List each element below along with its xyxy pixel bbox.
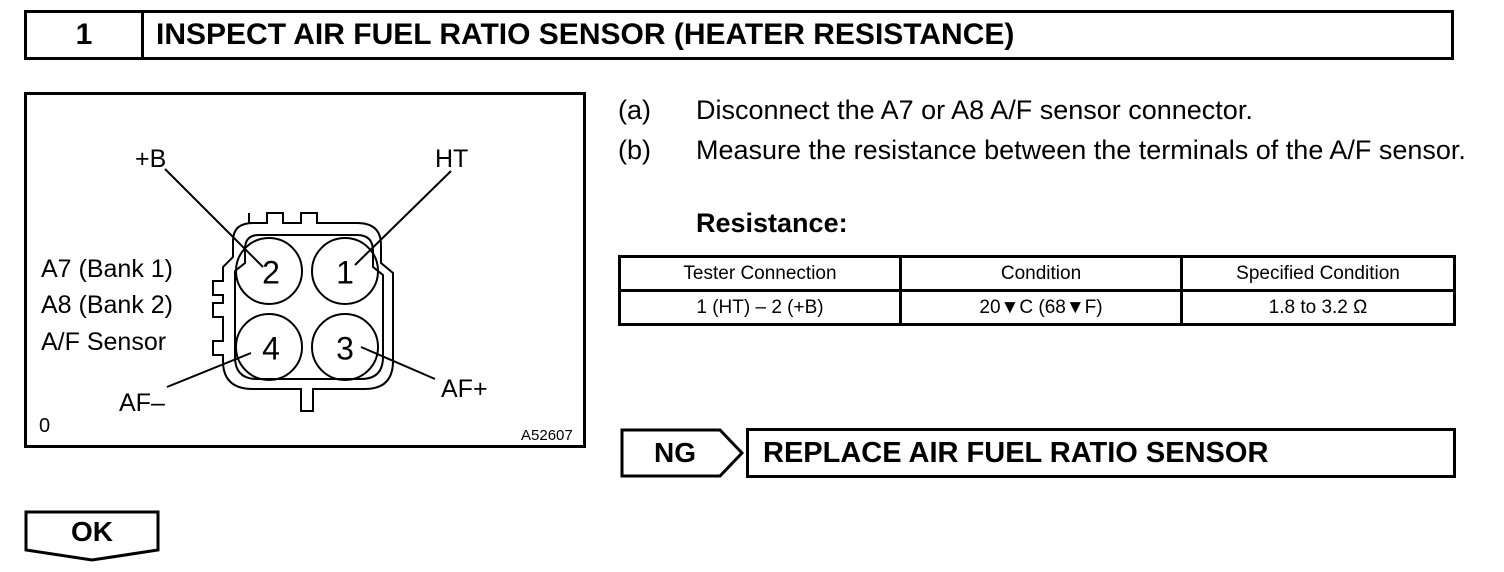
cell-tester: 1 (HT) – 2 (+B)	[618, 289, 902, 326]
step-b-text: Measure the resistance between the termi…	[696, 135, 1466, 165]
pin-4-circle	[235, 313, 303, 381]
step-b-letter: (b)	[618, 135, 651, 165]
step-number: 1	[27, 13, 144, 57]
ng-action: REPLACE AIR FUEL RATIO SENSOR	[746, 428, 1456, 478]
label-sensor: A/F Sensor	[41, 328, 167, 356]
leader-ht	[354, 170, 452, 266]
step-a-letter: (a)	[618, 95, 651, 125]
pin-3-circle	[311, 313, 379, 381]
label-bank2: A8 (Bank 2)	[41, 291, 174, 319]
pin-4-label: 4	[262, 330, 280, 367]
pin-1-label: 1	[336, 254, 354, 291]
leader-af-plus	[360, 346, 436, 380]
step-header: 1 INSPECT AIR FUEL RATIO SENSOR (HEATER …	[24, 10, 1454, 60]
ok-branch: OK	[24, 510, 160, 562]
label-af-plus: AF+	[441, 375, 488, 403]
connector-inner	[234, 234, 384, 380]
label-af-minus: AF–	[119, 389, 165, 417]
ng-branch: NG	[620, 428, 754, 478]
ok-label: OK	[71, 516, 113, 547]
connector-drawing	[164, 168, 452, 412]
label-ht: HT	[435, 145, 469, 173]
label-corner: 0	[39, 415, 51, 437]
step-title: INSPECT AIR FUEL RATIO SENSOR (HEATER RE…	[156, 18, 1015, 51]
leader-plus-b	[164, 168, 264, 268]
step-b: (b) Measure the resistance between the t…	[618, 130, 1468, 170]
connector-housing	[212, 212, 394, 412]
cell-specified: 1.8 to 3.2 Ω	[1180, 289, 1456, 326]
step-a: (a) Disconnect the A7 or A8 A/F sensor c…	[618, 90, 1468, 130]
pin-2-circle	[235, 237, 303, 305]
col-header-specified: Specified Condition	[1180, 255, 1456, 292]
label-bank1: A7 (Bank 1)	[41, 255, 174, 283]
figure-code: A52607	[521, 427, 573, 444]
label-plus-b: +B	[135, 145, 167, 173]
pin-3-label: 3	[336, 330, 354, 367]
instruction-steps: (a) Disconnect the A7 or A8 A/F sensor c…	[618, 90, 1468, 170]
table-header-row: Tester Connection Condition Specified Co…	[618, 255, 1456, 292]
ng-arrow-shape	[620, 428, 745, 478]
pin-2-label: 2	[262, 254, 280, 291]
ng-label: NG	[654, 437, 696, 468]
ok-arrow-shape	[24, 510, 160, 562]
pin-1-circle	[311, 237, 379, 305]
cell-condition: 20▼C (68▼F)	[899, 289, 1183, 326]
resistance-table: Tester Connection Condition Specified Co…	[618, 255, 1456, 326]
leader-af-minus	[166, 352, 252, 388]
table-row: 1 (HT) – 2 (+B) 20▼C (68▼F) 1.8 to 3.2 Ω	[618, 289, 1456, 326]
resistance-label: Resistance:	[696, 208, 848, 238]
col-header-tester: Tester Connection	[618, 255, 902, 292]
col-header-condition: Condition	[899, 255, 1183, 292]
connector-diagram: 2 1 4 3 +B HT A7 (Bank 1) A8 (Bank 2) A/…	[24, 92, 586, 448]
step-a-text: Disconnect the A7 or A8 A/F sensor conne…	[696, 95, 1253, 125]
